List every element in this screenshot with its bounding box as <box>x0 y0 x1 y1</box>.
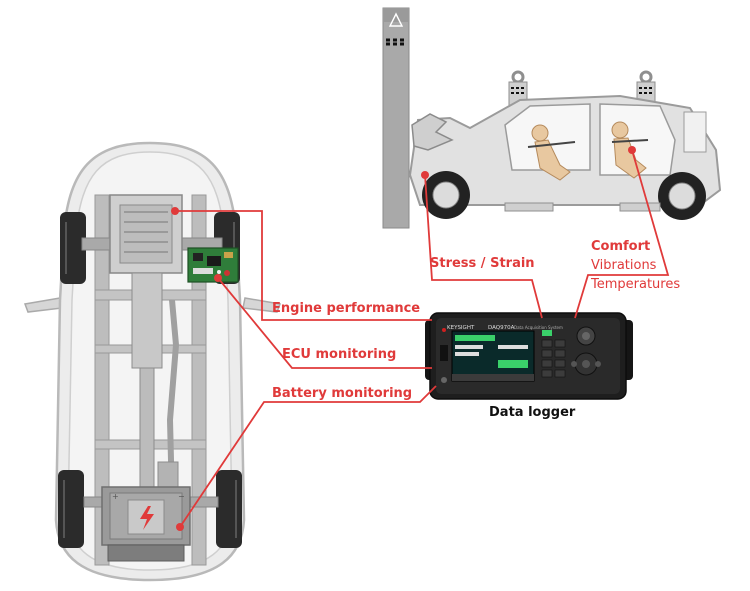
engine-connector <box>175 210 432 321</box>
crash-test-scene <box>382 7 722 229</box>
label-stress-strain: Stress / Strain <box>430 256 535 271</box>
ecu-board <box>187 247 239 283</box>
label-engine-performance: Engine performance <box>272 301 421 316</box>
comfort-connector <box>574 149 670 319</box>
device-model: DAQ970A <box>488 325 515 331</box>
svg-text:+: + <box>112 492 119 501</box>
stress-connector <box>424 174 543 319</box>
data-logger-device: KEYSIGHT DAQ970A Data Acquisition System <box>425 312 633 400</box>
device-brand: KEYSIGHT <box>447 325 475 331</box>
label-comfort: Comfort <box>591 239 651 254</box>
device-subtitle: Data Acquisition System <box>514 325 563 330</box>
battery-connector <box>179 385 437 528</box>
connector-dots <box>171 146 636 531</box>
label-vibrations: Vibrations <box>591 258 657 273</box>
car-top-view: + − <box>23 141 282 582</box>
label-temperatures: Temperatures <box>591 277 681 292</box>
label-ecu-monitoring: ECU monitoring <box>282 347 397 362</box>
ecu-connector <box>217 277 432 369</box>
connector-lines <box>175 149 670 528</box>
svg-text:−: − <box>178 492 185 501</box>
label-data-logger: Data logger <box>489 405 576 420</box>
label-battery-monitoring: Battery monitoring <box>272 386 413 401</box>
battery: + − <box>101 486 191 562</box>
